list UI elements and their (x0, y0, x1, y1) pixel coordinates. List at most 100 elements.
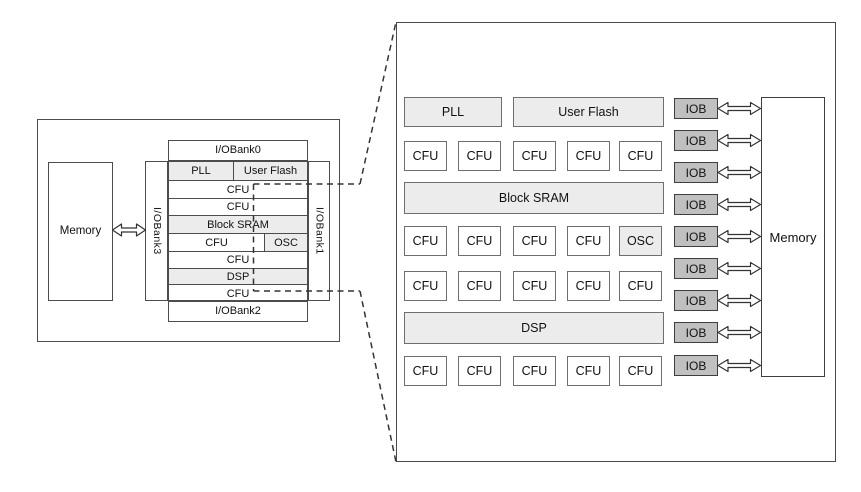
detail-cfu-label: CFU (521, 363, 548, 378)
overview-iobank2-block: I/OBank2 (168, 301, 308, 322)
detail-cfu-block: CFU (567, 271, 610, 301)
detail-cfu-block: CFU (619, 141, 662, 171)
detail-pll-block: PLL (404, 97, 502, 127)
overview-cfu-label: CFU (226, 287, 250, 300)
overview-osc-label: OSC (264, 234, 307, 251)
overview-fabric-stack: PLL User Flash CFU CFU Block SRAM CFU OS… (168, 161, 308, 301)
detail-cfu-label: CFU (521, 278, 548, 293)
detail-iob-label: IOB (685, 229, 707, 244)
detail-cfu-block: CFU (513, 226, 556, 256)
detail-cfu-block: CFU (458, 271, 501, 301)
detail-iob-block: IOB (674, 162, 718, 183)
overview-memory-block: Memory (48, 162, 113, 301)
detail-zoom-outline (396, 22, 836, 462)
detail-iob-block: IOB (674, 258, 718, 279)
detail-cfu-block: CFU (567, 226, 610, 256)
overview-chip-outline (37, 119, 340, 342)
detail-cfu-label: CFU (466, 278, 493, 293)
detail-cfu-block: CFU (458, 141, 501, 171)
detail-cfu-label: CFU (627, 363, 654, 378)
detail-iob-label: IOB (685, 197, 707, 212)
detail-cfu-label: CFU (575, 278, 602, 293)
overview-iobank0-block: I/OBank0 (168, 140, 308, 161)
overview-cfu-label: CFU (226, 254, 250, 266)
detail-cfu-label: CFU (466, 148, 493, 163)
detail-cfu-block: CFU (567, 141, 610, 171)
overview-cfu-osc-row: CFU OSC (169, 233, 307, 251)
detail-osc-label: OSC (626, 233, 655, 248)
overview-memory-label: Memory (59, 224, 102, 237)
detail-iob-block: IOB (674, 98, 718, 119)
detail-cfu-label: CFU (627, 148, 654, 163)
detail-block-sram-block: Block SRAM (404, 182, 664, 214)
detail-iob-block: IOB (674, 322, 718, 343)
detail-iob-label: IOB (685, 101, 707, 116)
overview-user-flash-label: User Flash (243, 165, 298, 177)
detail-iob-label: IOB (685, 261, 707, 276)
overview-iobank1-strip: I/OBank1 (308, 161, 330, 301)
detail-cfu-block: CFU (513, 356, 556, 386)
detail-iob-block: IOB (674, 290, 718, 311)
detail-user-flash-label: User Flash (558, 104, 619, 119)
detail-cfu-label: CFU (412, 233, 439, 248)
detail-iob-label: IOB (685, 325, 707, 340)
detail-memory-label: Memory (769, 229, 817, 245)
detail-iob-block: IOB (674, 130, 718, 151)
detail-cfu-label: CFU (627, 278, 654, 293)
detail-cfu-block: CFU (404, 226, 447, 256)
detail-memory-block: Memory (761, 97, 825, 377)
detail-iob-label: IOB (685, 358, 707, 373)
overview-iobank1-label: I/OBank1 (313, 207, 326, 255)
detail-dsp-block: DSP (404, 312, 664, 344)
detail-cfu-block: CFU (404, 141, 447, 171)
overview-cfu-row: CFU (169, 251, 307, 268)
detail-cfu-block: CFU (619, 356, 662, 386)
overview-cfu-row: CFU (169, 284, 307, 302)
overview-cfu-label: CFU (226, 201, 250, 213)
detail-iob-label: IOB (685, 133, 707, 148)
detail-cfu-block: CFU (567, 356, 610, 386)
detail-cfu-label: CFU (412, 148, 439, 163)
overview-dsp-row: DSP (169, 268, 307, 284)
detail-cfu-block: CFU (404, 271, 447, 301)
detail-dsp-label: DSP (521, 320, 547, 335)
overview-block-sram-label: Block SRAM (207, 218, 269, 231)
detail-pll-label: PLL (441, 104, 465, 119)
detail-cfu-label: CFU (412, 363, 439, 378)
detail-iob-label: IOB (685, 293, 707, 308)
detail-cfu-label: CFU (412, 278, 439, 293)
overview-iobank0-label: I/OBank0 (215, 144, 261, 156)
overview-cfu-row: CFU (169, 198, 307, 215)
detail-block-sram-label: Block SRAM (498, 190, 570, 205)
overview-user-flash-block: User Flash (233, 162, 307, 180)
overview-cfu-label: CFU (205, 236, 228, 249)
overview-cfu-label: CFU (226, 183, 250, 196)
overview-pll-userflash-row: PLL User Flash (169, 162, 307, 180)
overview-iobank3-strip: I/OBank3 (145, 161, 168, 301)
overview-dsp-label: DSP (226, 270, 250, 283)
detail-iob-block: IOB (674, 226, 718, 247)
detail-iob-label: IOB (685, 165, 707, 180)
detail-iob-block: IOB (674, 355, 718, 376)
overview-block-sram-row: Block SRAM (169, 215, 307, 233)
overview-pll-block: PLL (169, 162, 233, 180)
detail-cfu-block: CFU (513, 141, 556, 171)
detail-cfu-label: CFU (575, 148, 602, 163)
detail-cfu-label: CFU (466, 363, 493, 378)
overview-iobank2-label: I/OBank2 (215, 305, 261, 317)
detail-cfu-block: CFU (404, 356, 447, 386)
detail-iob-block: IOB (674, 194, 718, 215)
detail-cfu-block: CFU (458, 226, 501, 256)
detail-cfu-block: CFU (513, 271, 556, 301)
detail-cfu-label: CFU (521, 233, 548, 248)
overview-pll-label: PLL (191, 165, 211, 177)
overview-iobank3-label: I/OBank3 (150, 207, 163, 255)
detail-cfu-block: CFU (458, 356, 501, 386)
detail-user-flash-block: User Flash (513, 97, 664, 127)
detail-cfu-label: CFU (521, 148, 548, 163)
detail-cfu-label: CFU (575, 233, 602, 248)
detail-cfu-label: CFU (466, 233, 493, 248)
detail-cfu-block: CFU (619, 271, 662, 301)
detail-osc-block: OSC (619, 226, 662, 256)
